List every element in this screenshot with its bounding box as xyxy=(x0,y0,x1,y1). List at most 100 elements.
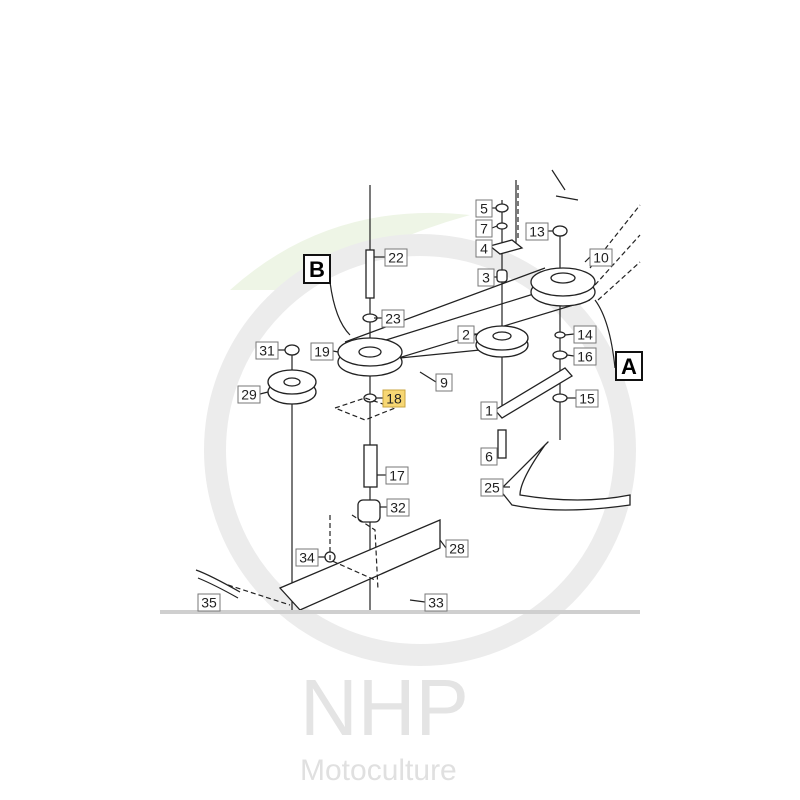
part-label-14[interactable]: 14 xyxy=(564,325,597,344)
part-label-34[interactable]: 34 xyxy=(295,548,325,567)
pulley-29 xyxy=(267,369,317,405)
label-text: 1 xyxy=(485,403,493,419)
label-text: 31 xyxy=(259,343,275,359)
part-label-35[interactable]: 35 xyxy=(197,593,221,612)
crop-edge xyxy=(160,610,640,614)
part-label-1[interactable]: 1 xyxy=(480,401,498,420)
part-label-28[interactable]: 28 xyxy=(439,539,469,558)
label-box xyxy=(475,219,493,238)
leader-line xyxy=(439,539,447,549)
callout-a-arrow xyxy=(594,299,616,369)
callout-text: B xyxy=(309,257,325,282)
label-box xyxy=(381,309,405,328)
part-label-9[interactable]: 9 xyxy=(419,371,453,392)
label-box xyxy=(589,248,613,267)
part-label-7[interactable]: 7 xyxy=(475,219,498,238)
label-box xyxy=(480,401,498,420)
pulley-2 xyxy=(475,325,529,358)
leader-line xyxy=(564,333,575,336)
label-box xyxy=(255,341,279,360)
leader-line xyxy=(332,350,339,353)
label-text: 10 xyxy=(593,250,609,266)
label-text: 4 xyxy=(480,241,488,257)
part-label-5[interactable]: 5 xyxy=(475,199,496,218)
callout-b[interactable]: B xyxy=(303,254,331,284)
part-label-22[interactable]: 22 xyxy=(374,248,408,267)
label-text: 35 xyxy=(201,595,217,611)
part-label-29[interactable]: 29 xyxy=(237,385,269,404)
pulley-10 xyxy=(530,267,596,307)
label-text: 7 xyxy=(480,221,488,237)
leader-line xyxy=(566,354,575,357)
watermark-subtitle: Motoculture xyxy=(300,754,457,787)
part-label-17[interactable]: 17 xyxy=(377,466,409,485)
part-label-18[interactable]: 18 xyxy=(376,389,406,408)
part-label-10[interactable]: 10 xyxy=(584,248,613,267)
part-label-33[interactable]: 33 xyxy=(409,593,448,612)
hardware xyxy=(195,169,631,611)
label-box xyxy=(424,593,448,612)
label-box xyxy=(525,222,549,241)
watermark: NHP Motoculture xyxy=(204,212,636,787)
callout-box xyxy=(303,254,331,284)
label-text: 9 xyxy=(440,375,448,391)
label-text: 14 xyxy=(577,327,593,343)
label-text: 33 xyxy=(428,595,444,611)
label-text: 17 xyxy=(389,468,405,484)
callout-box xyxy=(615,351,643,381)
callout-b-arrow xyxy=(329,281,351,336)
label-box xyxy=(475,199,493,218)
part-label-2[interactable]: 2 xyxy=(457,325,478,344)
part-label-19[interactable]: 19 xyxy=(310,342,339,361)
part-label-4[interactable]: 4 xyxy=(475,239,493,258)
label-text: 29 xyxy=(241,387,257,403)
label-text: 3 xyxy=(482,270,490,286)
label-box xyxy=(385,466,409,485)
part-label-25[interactable]: 25 xyxy=(480,478,510,497)
label-text: 13 xyxy=(529,224,545,240)
label-box xyxy=(435,373,453,392)
label-box xyxy=(386,498,410,517)
leader-line xyxy=(409,599,426,603)
label-text: 28 xyxy=(449,541,465,557)
part-label-13[interactable]: 13 xyxy=(525,222,553,241)
label-text: 25 xyxy=(484,480,500,496)
callout-text: A xyxy=(621,354,637,379)
label-text: 23 xyxy=(385,311,401,327)
part-label-23[interactable]: 23 xyxy=(374,309,405,328)
part-label-16[interactable]: 16 xyxy=(566,347,597,366)
part-label-31[interactable]: 31 xyxy=(255,341,285,360)
leader-line xyxy=(419,371,437,383)
part-label-6[interactable]: 6 xyxy=(480,447,498,466)
pulley-19 xyxy=(337,337,403,377)
label-box xyxy=(480,447,498,466)
label-box xyxy=(382,389,406,408)
label-text: 19 xyxy=(314,344,330,360)
label-box xyxy=(477,268,495,287)
label-box xyxy=(197,593,221,612)
label-text: 32 xyxy=(390,500,406,516)
label-box xyxy=(445,539,469,558)
label-box xyxy=(384,248,408,267)
part-label-3[interactable]: 3 xyxy=(477,268,497,287)
leader-line xyxy=(491,225,498,229)
label-box xyxy=(457,325,475,344)
label-box xyxy=(573,347,597,366)
label-box xyxy=(573,325,597,344)
label-box xyxy=(237,385,261,404)
part-label-32[interactable]: 32 xyxy=(380,498,410,517)
leader-line xyxy=(259,391,269,395)
label-box xyxy=(295,548,319,567)
label-text: 18 xyxy=(386,391,402,407)
label-box xyxy=(480,478,504,497)
label-text: 22 xyxy=(388,250,404,266)
callout-a[interactable]: A xyxy=(615,351,643,381)
label-text: 34 xyxy=(299,550,315,566)
watermark-ring xyxy=(204,234,636,666)
label-text: 6 xyxy=(485,449,493,465)
label-box xyxy=(475,239,493,258)
label-text: 15 xyxy=(579,391,595,407)
label-text: 16 xyxy=(577,349,593,365)
part-label-15[interactable]: 15 xyxy=(567,389,599,408)
